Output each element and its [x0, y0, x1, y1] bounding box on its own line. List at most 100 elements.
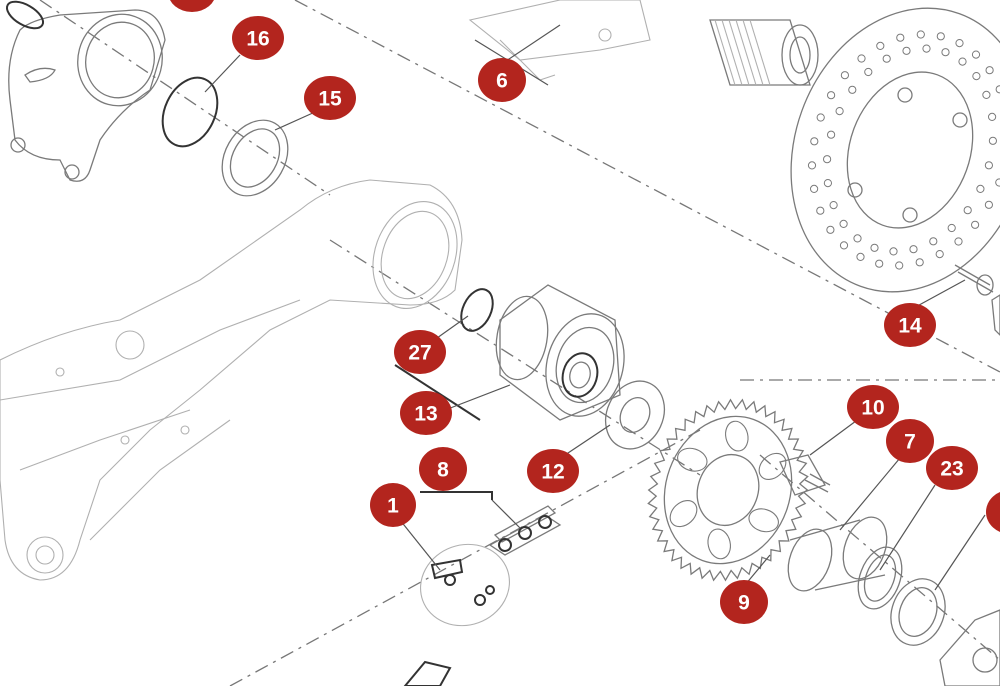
callout-23: 23 [926, 446, 978, 490]
disc-hole [955, 39, 964, 48]
callout-partial-top [170, 0, 214, 12]
disc-hole [958, 57, 967, 66]
disc-hole [902, 46, 911, 55]
chain-links-8 [488, 505, 562, 556]
disc-hole [984, 161, 994, 170]
svg-text:6: 6 [496, 70, 508, 93]
svg-text:9: 9 [738, 592, 750, 615]
disc-hole [985, 66, 994, 75]
disc-hole [972, 72, 981, 81]
sprocket-window [725, 420, 749, 452]
disc-hole [915, 258, 924, 267]
o-ring-16 [161, 76, 219, 148]
disc-hole [823, 179, 833, 188]
disc-hole [941, 48, 950, 57]
disc-hole [982, 90, 991, 100]
disc-hole [995, 178, 1000, 187]
disc-hole [971, 50, 981, 59]
callout-1: 1 [370, 483, 416, 527]
sprocket-window [669, 500, 698, 528]
svg-text:12: 12 [541, 461, 564, 484]
disc-hole [963, 206, 972, 215]
caliper-bracket [5, 0, 166, 182]
o-ring-27 [460, 288, 494, 332]
disc-hole [810, 137, 819, 146]
disc-hole [810, 184, 819, 193]
bushing-23 [857, 546, 903, 610]
disc-hole [857, 54, 866, 63]
sprocket-window [758, 452, 787, 480]
svg-text:14: 14 [898, 315, 922, 338]
disc-hole [896, 33, 905, 42]
brake-disc [790, 7, 1000, 293]
spacer-12 [604, 380, 666, 450]
disc-hole [995, 85, 1000, 94]
callout-16: 16 [232, 16, 284, 60]
disc-hole [823, 155, 832, 164]
disc-hole [839, 241, 849, 250]
callouts: 16 15 6 14 27 13 10 7 [170, 0, 1000, 624]
disc-hole [826, 225, 835, 234]
bottom-right-part [939, 294, 1000, 686]
rear-sprocket [647, 398, 809, 582]
disc-hole [870, 243, 879, 252]
disc-hole [864, 67, 873, 77]
svg-text:23: 23 [940, 458, 963, 481]
callout-9: 9 [720, 580, 768, 624]
callout-partial-right [986, 492, 1000, 532]
disc-hole [807, 161, 817, 170]
pin-10 [779, 454, 831, 496]
svg-text:10: 10 [861, 397, 884, 420]
svg-text:7: 7 [904, 431, 916, 454]
disc-hole [909, 245, 918, 254]
disc-hole [835, 107, 844, 116]
disc-hole [984, 200, 994, 209]
disc-hole [889, 247, 898, 256]
disc-hole [935, 250, 944, 259]
disc-hole [827, 130, 836, 139]
callout-6: 6 [478, 58, 526, 102]
callout-7: 7 [886, 419, 934, 463]
sprocket-window [707, 528, 731, 560]
leader-lines [204, 24, 986, 591]
callout-12: 12 [527, 449, 579, 493]
svg-text:27: 27 [408, 342, 431, 365]
disc-hole [954, 237, 963, 246]
swingarm [0, 179, 463, 581]
disc-hole [848, 85, 857, 94]
disc-hole [856, 252, 865, 261]
svg-text:8: 8 [437, 459, 449, 482]
callout-8: 8 [419, 447, 467, 491]
disc-hole [936, 32, 945, 41]
sprocket-window [677, 447, 708, 472]
callout-10: 10 [847, 385, 899, 429]
disc-hole [971, 220, 980, 229]
disc-hole [976, 184, 985, 193]
disc-hole [929, 237, 938, 246]
disc-hole [876, 41, 885, 51]
master-link-kit-1 [420, 543, 510, 627]
disc-hole [853, 234, 862, 243]
disc-hole [988, 136, 998, 145]
disc-hole [947, 223, 956, 233]
disc-hole [840, 71, 850, 80]
disc-hole [839, 219, 848, 228]
cush-drive-hub [495, 284, 625, 421]
svg-text:1: 1 [387, 495, 399, 518]
washer [890, 578, 946, 646]
bushing-7 [787, 516, 888, 592]
callout-27: 27 [394, 330, 446, 374]
svg-text:13: 13 [414, 403, 437, 426]
sprocket-window [748, 508, 779, 533]
callout-14: 14 [884, 303, 936, 347]
disc-hole [988, 112, 997, 122]
disc-hole [895, 261, 904, 270]
rear-axle [468, 0, 819, 86]
disc-hole [816, 113, 825, 122]
callout-15: 15 [304, 76, 356, 120]
disc-hole [922, 44, 931, 53]
disc-hole [829, 201, 838, 210]
disc-hole [882, 54, 891, 63]
